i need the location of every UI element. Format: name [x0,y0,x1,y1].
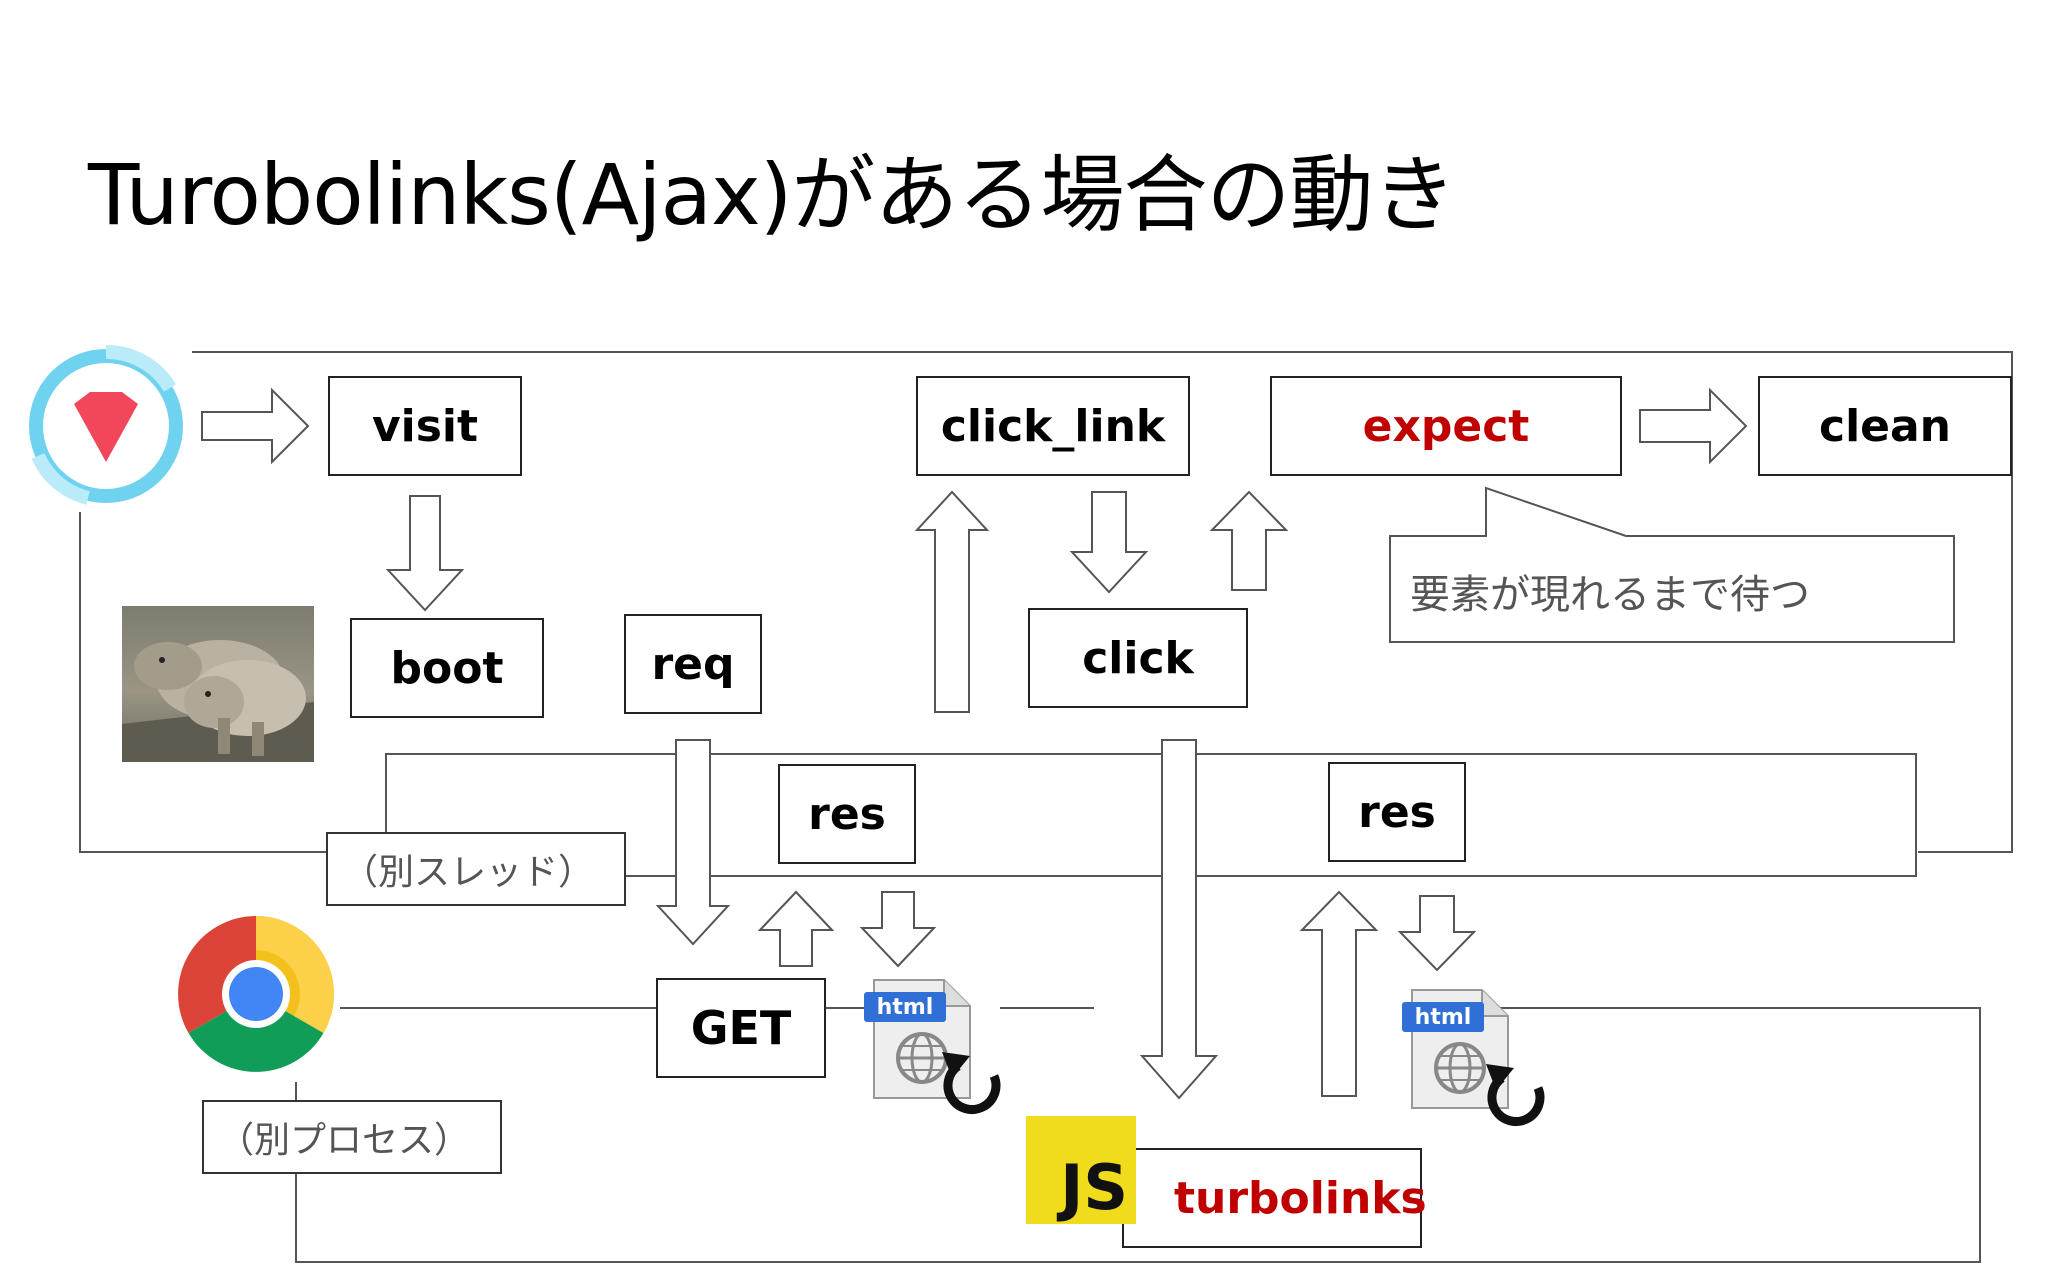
arrow-res2-html [1397,895,1477,972]
arrow-right-2 [1639,387,1748,465]
boot-box: boot [350,618,544,718]
arrow-up-click-expect [1209,490,1289,591]
click-box: click [1028,608,1248,708]
arrow-right-1 [201,387,310,465]
res-box-2: res [1328,762,1466,862]
capybara-gem-icon [29,344,183,505]
arrow-up-get-res1 [757,890,835,967]
svg-text:html: html [877,995,934,1020]
reload-icon [1486,1064,1545,1127]
capybara-photo [122,606,314,762]
res-box-1: res [778,764,916,864]
chrome-icon [178,916,334,1072]
down-arrows [385,491,1477,1100]
html-file-icon: html [1402,989,1509,1109]
arrow-click-turbolinks [1139,739,1219,1100]
svg-text:html: html [1415,1005,1472,1030]
visit-box: visit [328,376,522,476]
arrow-res1-html [859,891,937,968]
arrow-up-turbolinks-res2 [1299,890,1379,1097]
up-arrows [757,490,1379,1097]
html-file-icon: html [864,979,971,1099]
slide-title: Turobolinks(Ajax)がある場合の動き [88,146,1456,244]
right-arrows [201,387,1748,465]
callout-text: 要素が現れるまで待つ [1410,572,1810,618]
arrow-up-click-link [914,490,990,713]
expect-box: expect [1270,376,1622,476]
get-box: GET [656,978,826,1078]
reload-icon [942,1052,1001,1115]
process-label: （別プロセス） [202,1100,502,1174]
req-box: req [624,614,762,714]
click-link-box: click_link [916,376,1190,476]
thread-label: （別スレッド） [326,832,626,906]
arrow-req-get [655,739,731,946]
turbolinks-box: turbolinks [1122,1148,1427,1248]
callout-bubble [1389,486,1955,643]
clean-box: clean [1758,376,2012,476]
main-thread-frame [192,351,2013,853]
js-logo-icon: JS [1026,1116,1136,1224]
frame-lines [79,351,2013,1263]
arrow-click-link-click [1069,491,1149,594]
arrow-visit-boot [385,495,465,612]
